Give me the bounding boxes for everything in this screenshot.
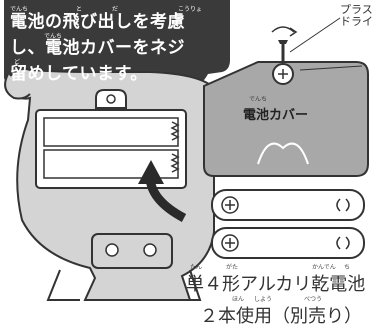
spring-top	[170, 121, 180, 141]
leader-line-cover	[299, 65, 363, 71]
ruby-3-0: ど	[14, 59, 21, 66]
ruby-2-0: でんち	[44, 33, 63, 40]
screw-hole	[106, 94, 116, 104]
toy-legs	[46, 269, 202, 301]
cover-label-ruby: でんち	[249, 96, 268, 103]
callout-line-1: 電池の飛び出しを考慮	[10, 12, 185, 32]
battery-1-minus	[336, 198, 350, 212]
callout-text: 電池の飛び出しを考慮 し、電池カバーをネジ 留めしています。	[4, 0, 230, 86]
toy-eye-left	[105, 243, 119, 257]
caption2-ruby-2: べつう	[304, 296, 323, 303]
battery-2	[211, 227, 365, 259]
callout-bubble	[4, 0, 230, 92]
screwdriver-note: プラス ドライ	[340, 3, 373, 29]
toy-eye-right	[143, 243, 157, 257]
caption2-ruby-0: ほん	[232, 296, 245, 303]
spring-bottom	[170, 153, 180, 173]
callout-line-3: 留めしています。	[10, 64, 148, 84]
rotate-arrow	[271, 26, 295, 33]
battery-cover-label: 電池カバー	[243, 108, 309, 123]
callout-line-2: し、電池カバーをネジ	[10, 38, 185, 58]
caption-ruby-0: たん	[190, 264, 203, 271]
battery-2-minus	[336, 236, 350, 250]
caption2-ruby-1: しよう	[254, 296, 273, 303]
ruby-1-1: と	[76, 6, 83, 13]
screwdriver-tip	[278, 40, 288, 44]
battery-2-plus-sign	[225, 238, 235, 248]
rotate-arrow-head	[289, 27, 298, 37]
arrow-head	[138, 160, 164, 184]
cover-grip	[257, 142, 309, 165]
battery-slot-top	[43, 117, 179, 147]
battery-1-plus	[221, 196, 239, 214]
cover-screw-slot	[278, 69, 288, 79]
ruby-1-2: だ	[112, 6, 119, 13]
leader-line	[289, 17, 341, 53]
battery-1	[211, 189, 365, 221]
ruby-1-0: でんち	[10, 6, 29, 13]
battery-count-caption: ２本使用（別売り）	[200, 306, 362, 327]
battery-type-caption: 単４形アルカリ乾電池	[186, 274, 366, 295]
battery-cover	[203, 61, 369, 177]
toy-face	[91, 233, 173, 269]
caption-ruby-3: ち	[344, 264, 351, 271]
ruby-1-3: こうりょ	[178, 6, 203, 13]
battery-2-plus	[221, 234, 239, 252]
toy-ear	[4, 73, 31, 100]
battery-1-plus-sign	[225, 200, 235, 210]
caption-ruby-2: かんでん	[312, 264, 336, 271]
caption-ruby-1: がた	[226, 264, 239, 271]
